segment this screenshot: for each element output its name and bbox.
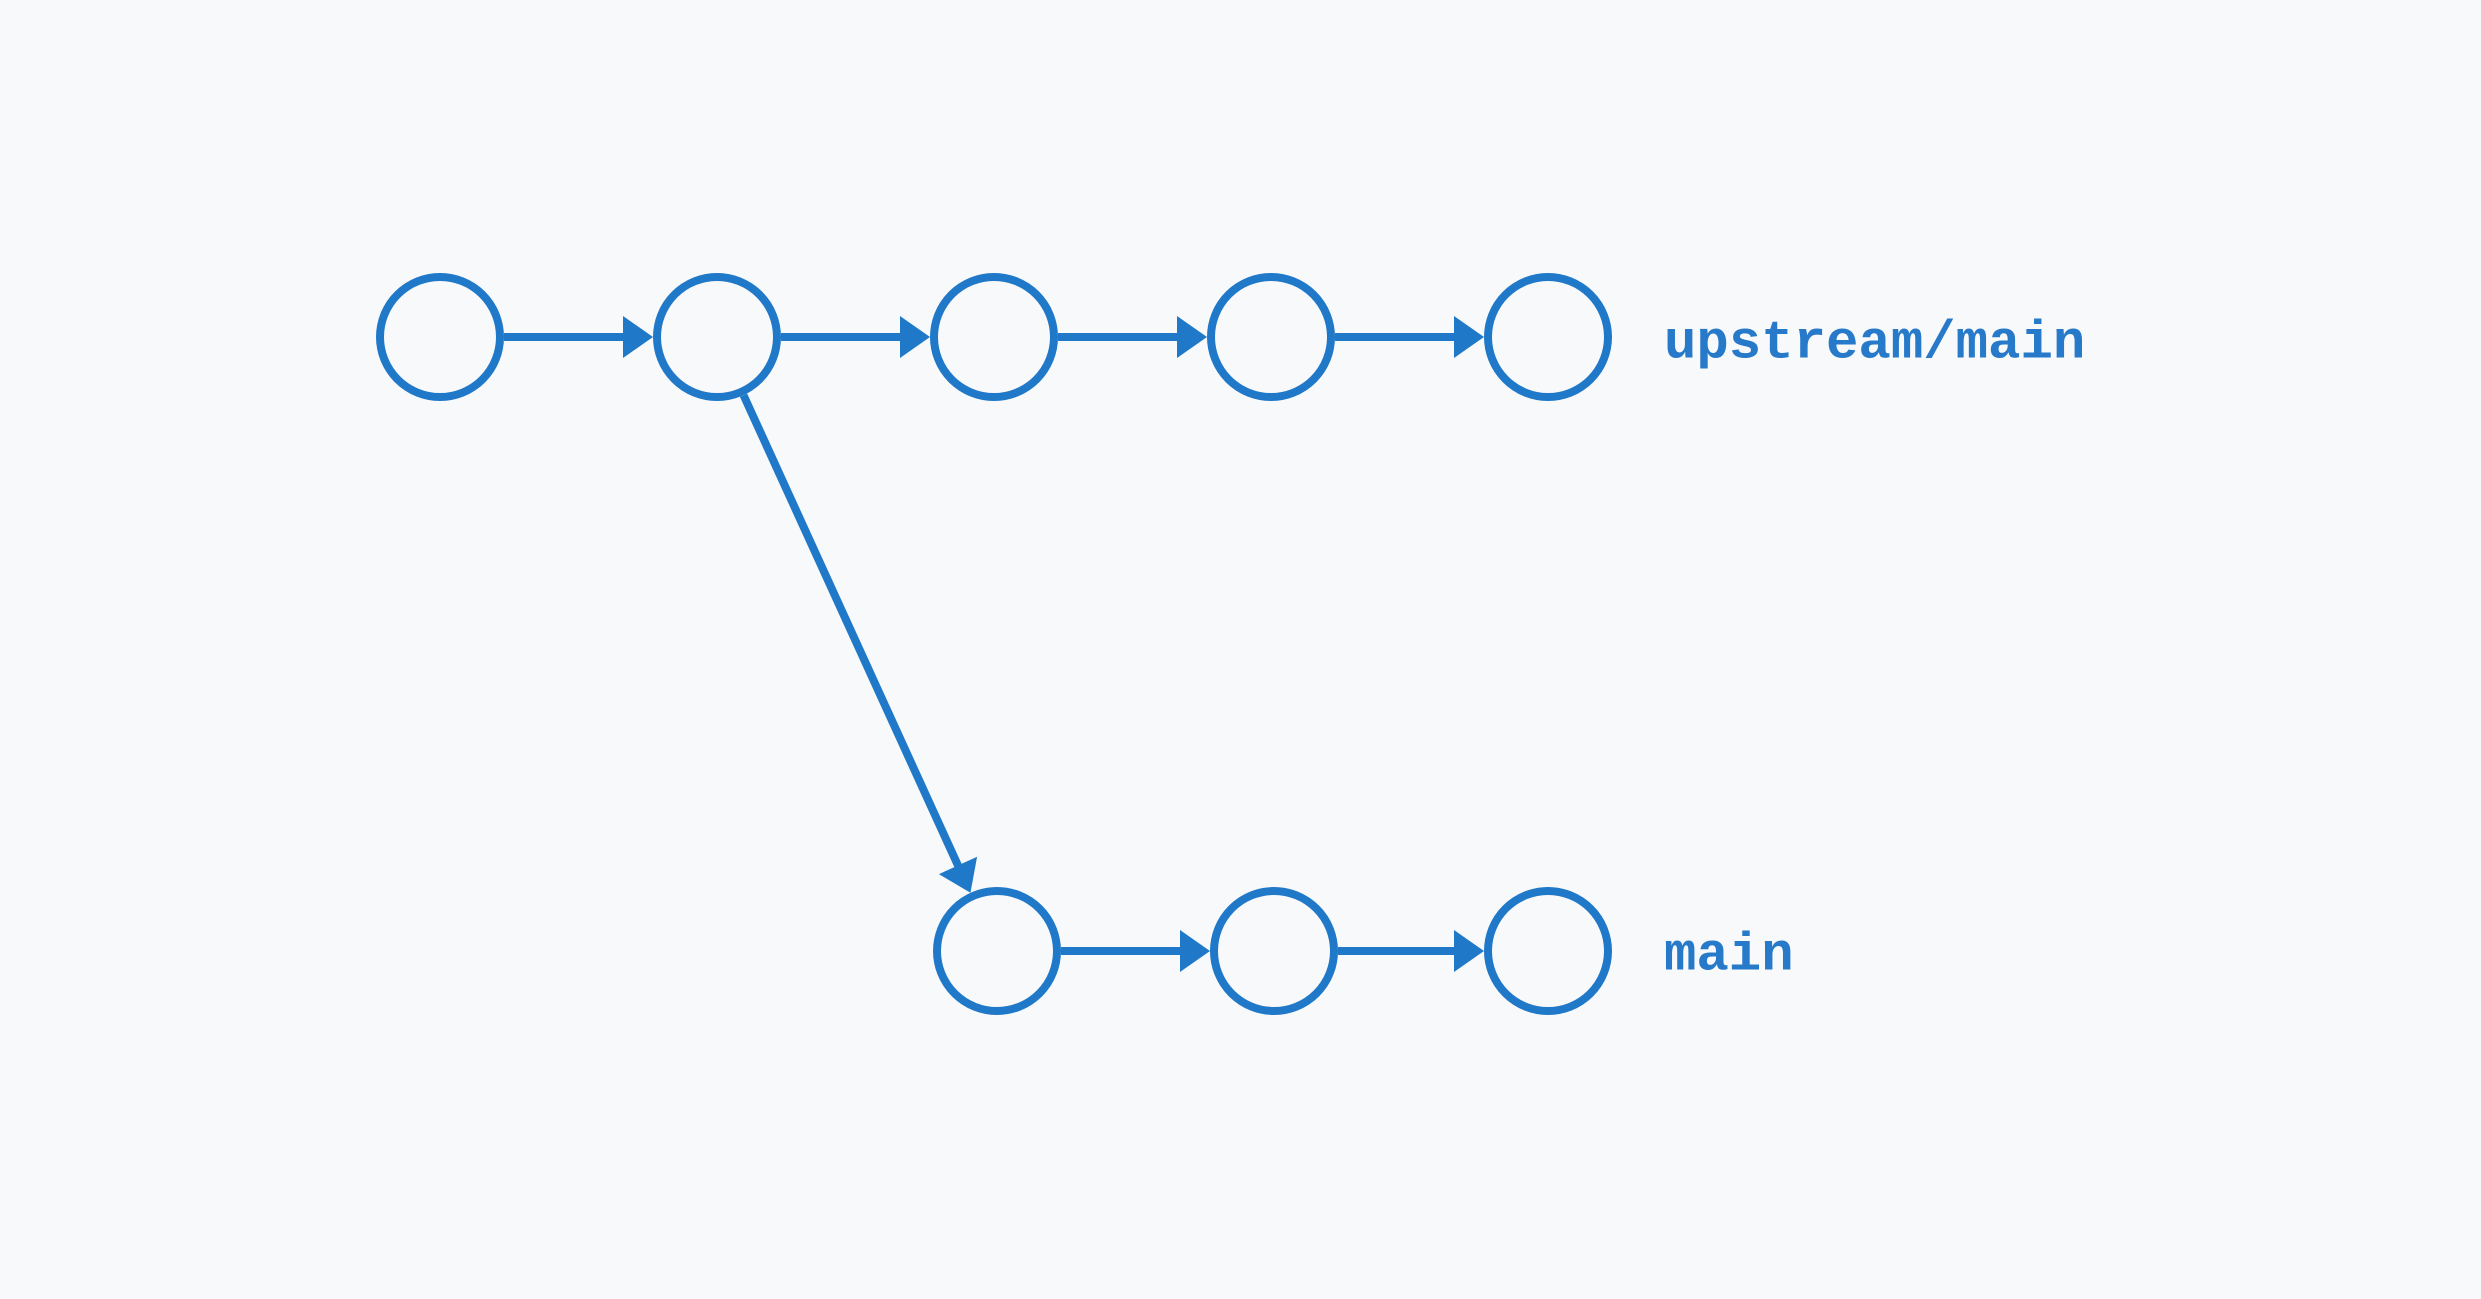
edge-arrowhead-icon-commit-2-commit-6 — [938, 856, 978, 893]
edge-line-commit-2-commit-6 — [739, 393, 965, 873]
edge-arrowhead-icon-commit-7-commit-8 — [1454, 930, 1484, 972]
commit-node-commit-1 — [376, 273, 504, 401]
commit-node-commit-8 — [1484, 887, 1612, 1015]
edge-arrowhead-icon-commit-4-commit-5 — [1454, 316, 1484, 358]
edge-arrowhead-icon-commit-6-commit-7 — [1180, 930, 1210, 972]
commit-node-commit-4 — [1207, 273, 1335, 401]
commit-node-commit-7 — [1210, 887, 1338, 1015]
commit-node-commit-6 — [933, 887, 1061, 1015]
edge-arrowhead-icon-commit-1-commit-2 — [623, 316, 653, 358]
commit-node-commit-5 — [1484, 273, 1612, 401]
branch-label-upstream-main-label: upstream/main — [1664, 314, 2085, 375]
commit-node-commit-3 — [930, 273, 1058, 401]
edge-arrowhead-icon-commit-2-commit-3 — [900, 316, 930, 358]
branch-label-main-label: main — [1664, 926, 1794, 987]
commit-node-commit-2 — [653, 273, 781, 401]
edge-arrowhead-icon-commit-3-commit-4 — [1177, 316, 1207, 358]
